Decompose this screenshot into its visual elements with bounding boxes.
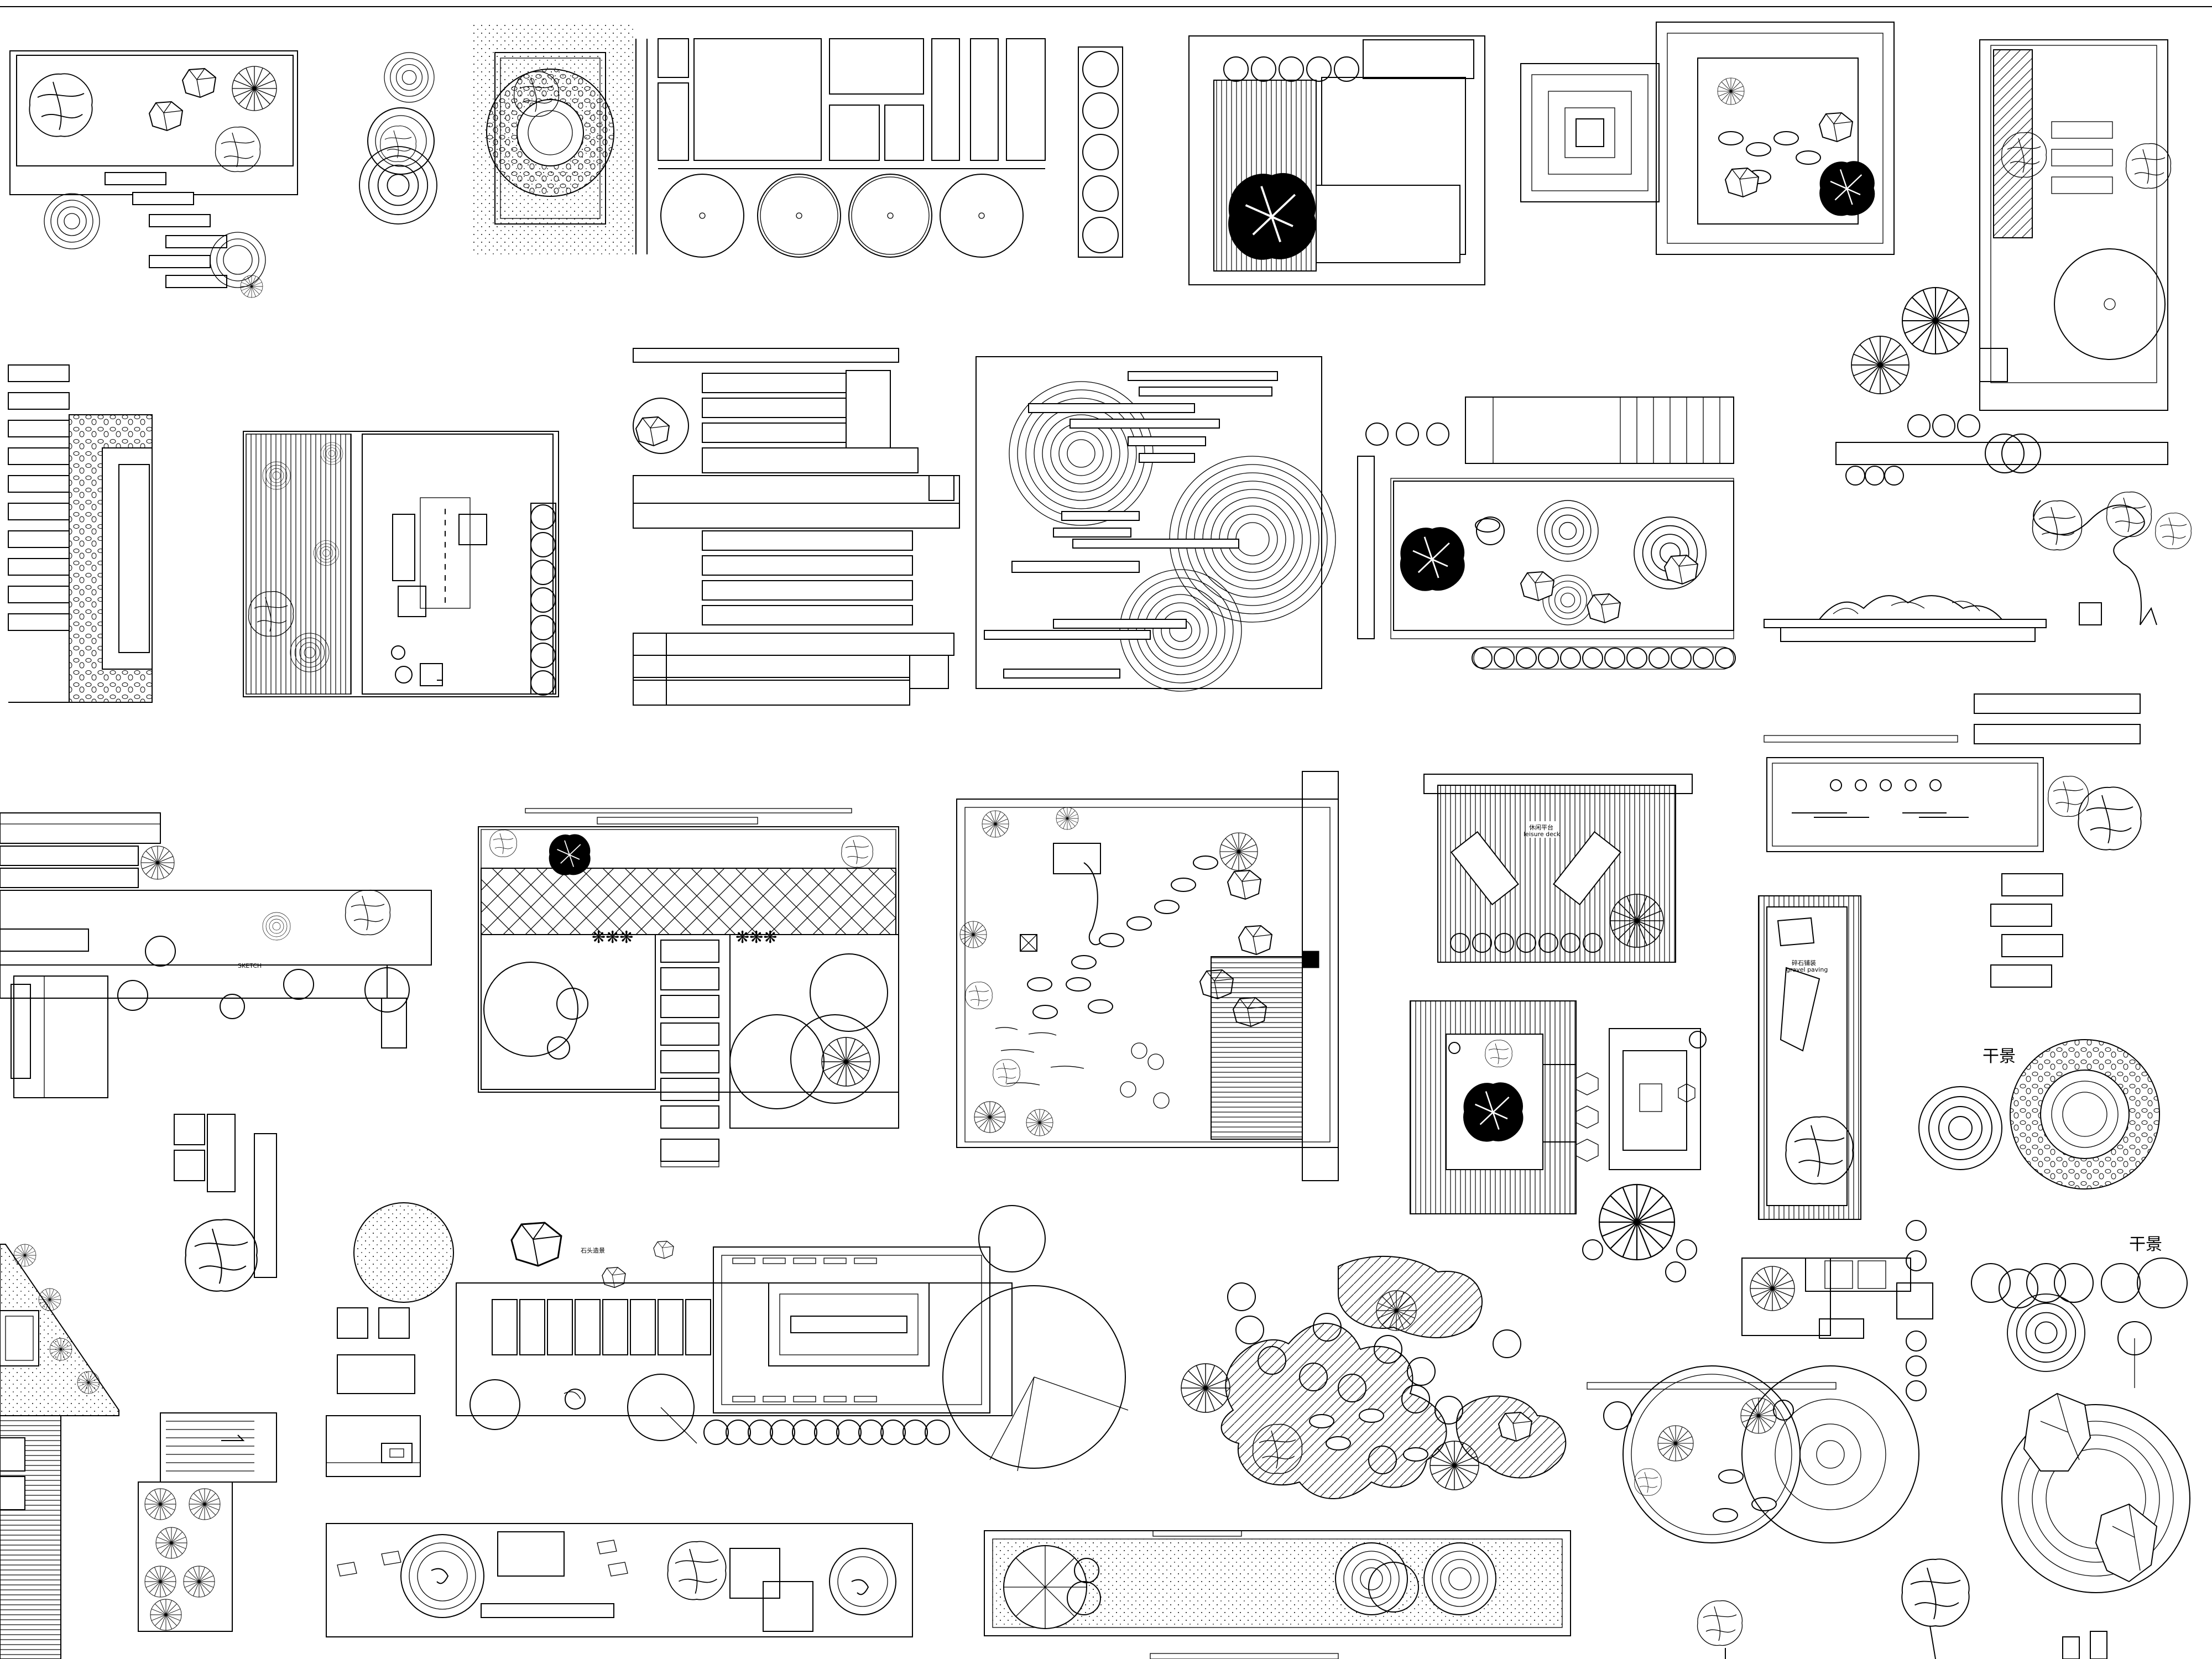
plan-bottom-bonsai — [1697, 1558, 2107, 1659]
deck-note: 休闲平台 — [1529, 823, 1553, 831]
plan-pond-islands — [1181, 1255, 1567, 1499]
svg-text:❋❋❋: ❋❋❋ — [592, 928, 633, 947]
plan-long-bench — [1764, 693, 2142, 988]
plan-stepping-garden — [956, 771, 1339, 1181]
plan-rock-garden-terrace: 石头造景 — [456, 1205, 1129, 1472]
dry-landscape-label-2: 干景 — [2129, 1235, 2162, 1254]
plan-gravel-u — [8, 364, 153, 703]
plan-long-path: SKETCH — [0, 812, 432, 1098]
plan-small-pavers — [326, 1202, 454, 1477]
plan-sunbed-deck: 休闲平台 leisure deck — [1423, 774, 1693, 963]
plan-long-planter-1 — [326, 1523, 913, 1637]
stone-path-note: 碎石铺装 — [1792, 959, 1816, 967]
plan-bench-court — [243, 431, 559, 697]
plan-table-seating — [1741, 1220, 1933, 1401]
sketch-note: SKETCH — [238, 962, 262, 969]
plan-slab-grid — [635, 38, 1046, 258]
plan-gravel-courtyard — [473, 22, 633, 257]
stone-path-sub: gravel paving — [1786, 966, 1828, 973]
plan-fire-pit-deck — [1410, 1000, 1707, 1282]
plan-rock-ripple — [2001, 1392, 2190, 1593]
plan-circle-terrace — [1587, 1365, 1919, 1543]
svg-text:❋❋❋: ❋❋❋ — [735, 928, 777, 947]
plan-dry-landscape-1: 干景 — [1918, 1039, 2160, 1190]
plan-long-planter-2 — [984, 1530, 1571, 1659]
plan-dry-landscape-2: 干景 — [1971, 1235, 2188, 1388]
plan-pebble-terrace — [1357, 397, 1736, 670]
plan-bonsai-elevation — [1764, 414, 2192, 642]
plan-gravel-strip: 碎石铺装 gravel paving — [1758, 895, 1861, 1220]
plan-lawn-court: ❋❋❋ ❋❋❋ — [478, 808, 899, 1167]
deck-note-sub: leisure deck — [1524, 831, 1561, 838]
plan-circle-column — [1078, 46, 1123, 258]
dry-landscape-label-1: 干景 — [1983, 1047, 2016, 1066]
plan-deck-garden — [1188, 35, 1485, 285]
plan-corner-terrace — [0, 1114, 277, 1659]
plan-narrow-court — [1851, 39, 2172, 411]
stone-note: 石头造景 — [581, 1246, 605, 1254]
plan-ripple-stack — [359, 52, 437, 225]
plan-zen-frame — [1520, 22, 1895, 255]
plan-raked-circles — [975, 356, 1336, 692]
plan-plank-stack — [633, 348, 960, 706]
plan-terrace-1 — [9, 50, 298, 298]
